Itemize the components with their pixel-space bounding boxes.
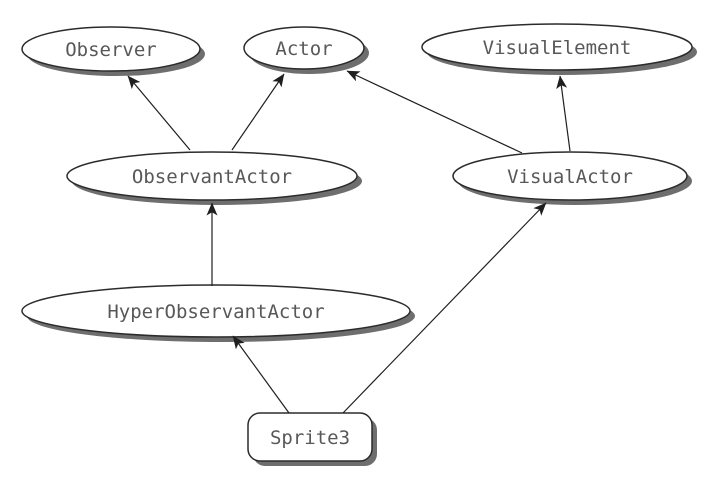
inheritance-edges-layer bbox=[127, 70, 571, 414]
node-shapes-layer bbox=[21, 23, 697, 466]
node-ellipse-observer bbox=[21, 26, 201, 72]
node-label-observant-actor: ObservantActor bbox=[132, 166, 292, 188]
node-label-hyper-observant-actor: HyperObservantActor bbox=[107, 301, 324, 323]
node-label-actor: Actor bbox=[275, 38, 332, 60]
node-ellipse-actor bbox=[243, 26, 365, 70]
edge-visual-actor-to-visual-element bbox=[556, 75, 571, 152]
node-hyper-observant-actor bbox=[21, 284, 415, 342]
node-ellipse-hyper-observant-actor bbox=[21, 284, 411, 338]
node-labels-layer: Observer Actor VisualElementObservantActor… bbox=[65, 37, 633, 449]
edge-observant-actor-to-observer bbox=[127, 75, 191, 151]
edge-sprite3-to-visual-actor bbox=[342, 202, 547, 414]
node-rect-sprite3 bbox=[247, 412, 373, 462]
node-ellipse-observant-actor bbox=[66, 151, 358, 201]
node-actor bbox=[243, 26, 369, 74]
node-visual-actor bbox=[452, 151, 692, 205]
node-ellipse-visual-element bbox=[421, 23, 693, 71]
node-observant-actor bbox=[66, 151, 362, 205]
node-observer bbox=[21, 26, 205, 76]
node-label-observer: Observer bbox=[65, 39, 157, 61]
node-sprite3 bbox=[247, 412, 377, 466]
node-ellipse-visual-actor bbox=[452, 151, 688, 201]
node-label-visual-element: VisualElement bbox=[483, 37, 632, 59]
node-visual-element bbox=[421, 23, 697, 75]
node-label-visual-actor: VisualActor bbox=[507, 166, 633, 188]
node-label-sprite3: Sprite3 bbox=[270, 427, 350, 449]
edge-observant-actor-to-actor bbox=[231, 73, 285, 151]
edge-visual-actor-to-actor bbox=[346, 70, 523, 154]
edge-sprite3-to-hyper-observant-actor bbox=[232, 335, 290, 414]
